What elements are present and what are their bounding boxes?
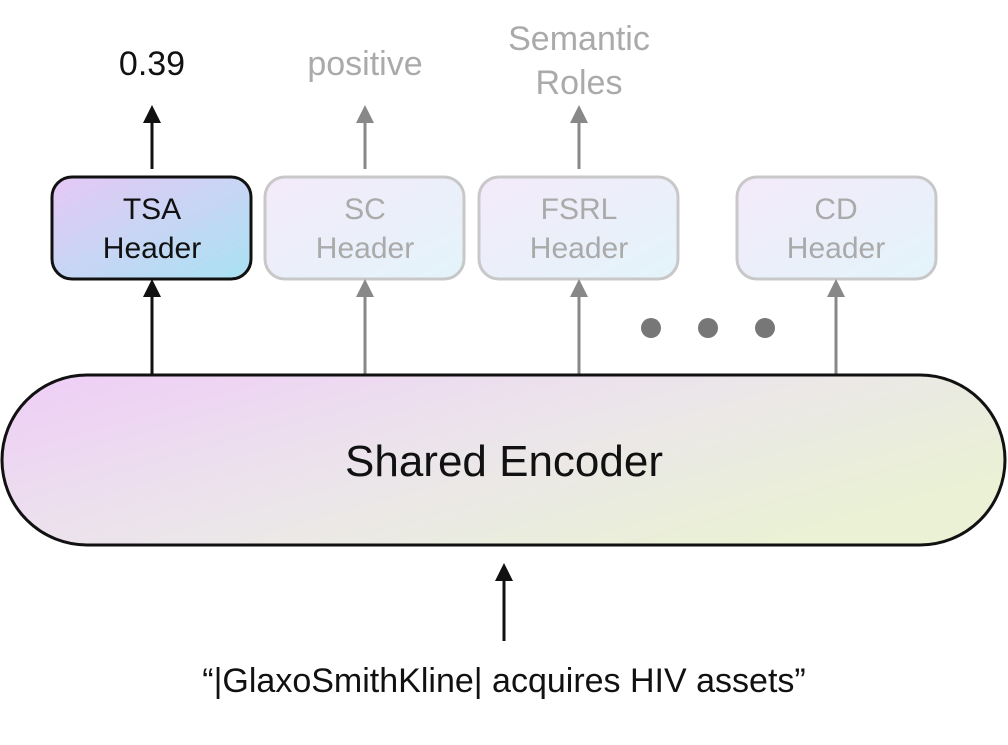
- fsrl-header-box: FSRL Header: [477, 175, 680, 281]
- sc-header-label-line1: SC: [344, 193, 386, 226]
- cd-header-label-line2: Header: [787, 232, 885, 265]
- shared-encoder-label: Shared Encoder: [345, 437, 663, 486]
- fsrl-header-label-line1: FSRL: [541, 193, 618, 226]
- sc-output-label: positive: [307, 45, 422, 83]
- cd-header-label-line1: CD: [814, 193, 857, 226]
- shared-encoder-box: Shared Encoder: [0, 373, 1007, 547]
- fsrl-output-label-line1: Semantic: [508, 20, 650, 58]
- fsrl-header-label-line2: Header: [530, 232, 628, 265]
- tsa-header-label-line1: TSA: [123, 193, 181, 226]
- more-heads-dots: [641, 318, 775, 338]
- fsrl-output-label-line2: Roles: [536, 64, 623, 102]
- sc-header-label-line2: Header: [316, 232, 414, 265]
- sc-header-box: SC Header: [263, 175, 466, 281]
- tsa-header-label-line2: Header: [103, 232, 201, 265]
- tsa-header-box: TSA Header: [50, 175, 253, 281]
- tsa-output-label: 0.39: [119, 45, 185, 83]
- input-sentence: “|GlaxoSmithKline| acquires HIV assets”: [202, 662, 805, 700]
- cd-header-box: CD Header: [735, 175, 938, 281]
